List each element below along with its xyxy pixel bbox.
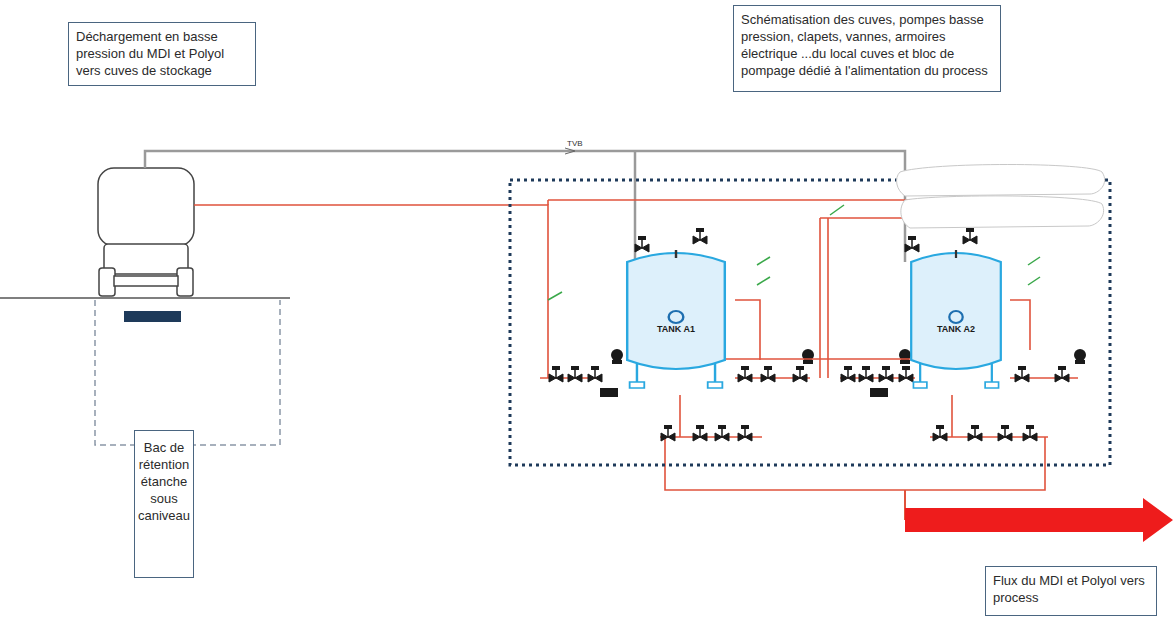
valve-train: [549, 228, 1086, 441]
tanker-truck: [98, 168, 194, 296]
flow-arrow: [905, 498, 1173, 542]
callout-text: Schématisation des cuves, pompes basse p…: [741, 11, 993, 79]
callout-text: Bac de rétention étanche sous caniveau: [138, 439, 190, 524]
pipe-connector: [723, 358, 912, 360]
pit-grate: [124, 311, 181, 322]
line-tag: TVB: [566, 139, 584, 148]
callout-text: Déchargement en basse pression du MDI et…: [76, 28, 248, 79]
masked-area: [897, 165, 1105, 229]
callout-box: Déchargement en basse pression du MDI et…: [68, 22, 256, 86]
storage-tank: TANK A1: [615, 242, 737, 392]
tank-room-boundary: [510, 180, 1110, 465]
callout-box: Bac de rétention étanche sous caniveau: [134, 430, 194, 578]
vent-line: [145, 151, 905, 262]
tank-label: TANK A2: [900, 324, 1012, 334]
callout-box: Schématisation des cuves, pompes basse p…: [733, 5, 1001, 92]
retention-pit: [95, 300, 280, 445]
callout-text: Flux du MDI et Polyol vers process: [993, 572, 1149, 606]
product-line: [194, 200, 1078, 490]
storage-tank: TANK A2: [900, 242, 1012, 392]
tank-outline: [900, 242, 1012, 392]
ground-line: [0, 297, 290, 299]
control-cabinet: [600, 388, 888, 397]
callout-box: Flux du MDI et Polyol vers process: [985, 566, 1157, 616]
tank-label: TANK A1: [615, 324, 737, 334]
tank-outline: [615, 242, 737, 392]
